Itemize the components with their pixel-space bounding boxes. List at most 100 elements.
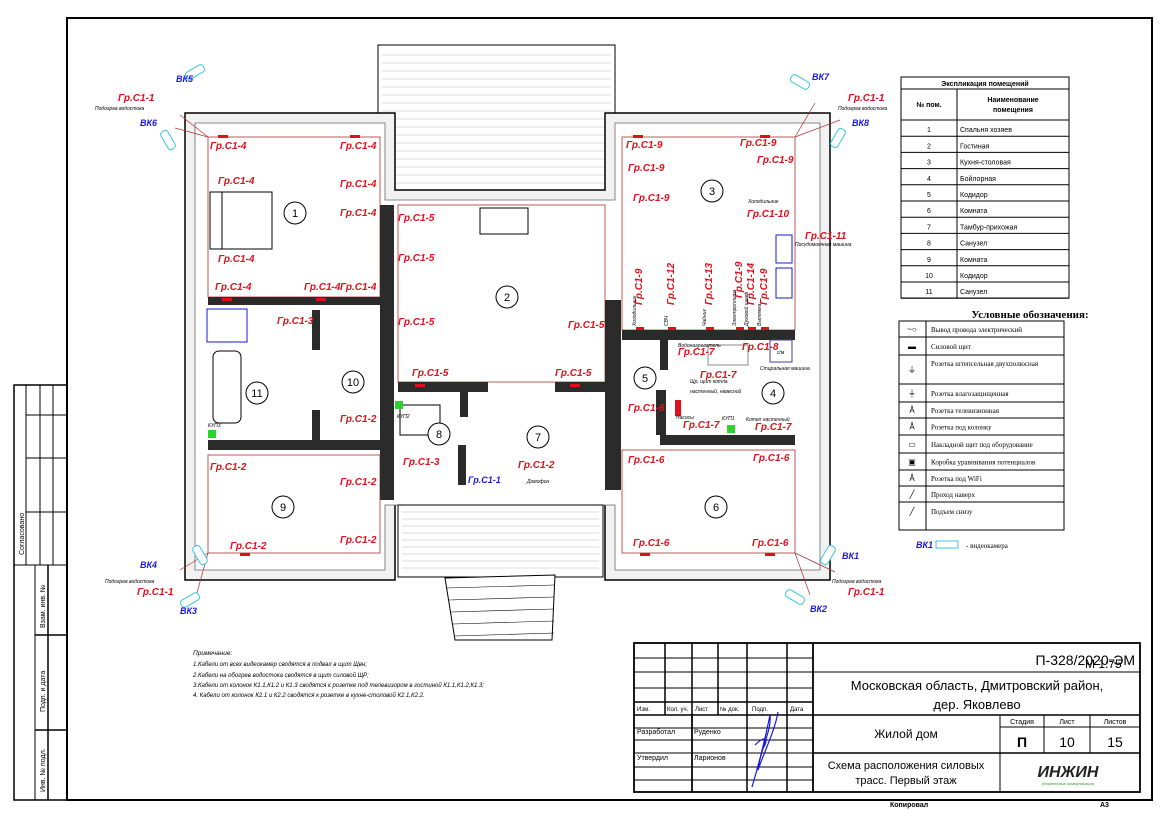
- circuit-label: Гр.С1-4: [215, 282, 252, 293]
- sign-date-label: Подп. и дата: [40, 671, 47, 712]
- appliance-label: Духовой шкаф: [743, 291, 750, 327]
- legend-label: Розетка под колонку: [931, 424, 992, 432]
- camera-icon: [830, 127, 846, 149]
- inv-orig-label: Инв. № подл.: [40, 748, 47, 792]
- room-num-cell: 6: [927, 208, 931, 215]
- socket-icon: [636, 327, 644, 330]
- stage-label: Стадия: [1010, 719, 1034, 726]
- vertical-circuit-label: Гр.С1-9: [634, 268, 645, 305]
- title-block-header: Подп.: [752, 707, 768, 713]
- room-number: 11: [251, 388, 262, 400]
- room-number: 10: [347, 377, 359, 389]
- circuit-label: Гр.С1-4: [340, 179, 377, 190]
- title-block-header: Изм.: [637, 707, 650, 713]
- room-name-cell: Кодидор: [960, 273, 988, 280]
- socket-icon: [765, 553, 775, 556]
- legend-label: Коробка уравнивания потенциалов: [931, 459, 1036, 467]
- room-num-cell: 3: [927, 160, 931, 167]
- vertical-circuit-label: Гр.С1-9: [759, 268, 770, 305]
- address-line-1: Московская область, Дмитровский район,: [851, 678, 1103, 693]
- circuit-label: Гр.С1-4: [340, 141, 377, 152]
- title-block: [633, 642, 1141, 793]
- room-name-cell: Кодидор: [960, 192, 988, 199]
- legend-label: Розетка телевизионная: [931, 407, 1000, 415]
- circuit-label: Гр.С1-5: [412, 368, 449, 379]
- room-number: 4: [770, 388, 776, 400]
- socket-icon: [222, 298, 232, 301]
- circuit-label: Гр.С1-5: [555, 368, 592, 379]
- equipment-panel-icon: ▭: [908, 440, 916, 449]
- pass-up-icon: ╱: [909, 489, 916, 499]
- circuit-label: Гр.С1-5: [398, 213, 435, 224]
- stage-value: П: [1017, 734, 1027, 750]
- appliance-label: Холодильник: [632, 295, 638, 327]
- plan-note: Насосы: [676, 415, 694, 421]
- col-name-header-2: помещения: [993, 107, 1033, 114]
- appliance-label: Вытяжка: [757, 303, 763, 326]
- circuit-label: Гр.С1-3: [403, 457, 440, 468]
- socket-icon: [240, 553, 250, 556]
- plan-note: Подогрев водостока: [838, 106, 888, 112]
- camera-icon: [192, 544, 208, 566]
- potential-box-icon: ▣: [908, 458, 916, 467]
- room-explication-table: Экспликация помещений № пом. Наименовани…: [900, 76, 1070, 299]
- camera-legend-code: ВК1: [916, 540, 933, 550]
- sheet-title-2: трасс. Первый этаж: [855, 775, 957, 787]
- circuit-label: Гр.С1-8: [742, 342, 779, 353]
- camera-label: ВК2: [810, 604, 827, 614]
- approved-name: Ларионов: [694, 755, 726, 762]
- appliance-label: Чайник: [701, 309, 708, 326]
- plan-note: с/м: [777, 350, 785, 356]
- room-number-circle: [761, 381, 785, 405]
- socket-icon: [760, 135, 770, 138]
- vertical-circuit-label: Гр.С1-13: [704, 263, 715, 305]
- sheets-total: 15: [1107, 734, 1123, 750]
- camera-label: ВК1: [842, 551, 859, 561]
- circuit-label: Гр.С1-5: [398, 317, 435, 328]
- circuit-label: Гр.С1-9: [626, 140, 663, 151]
- sheet-number: 10: [1059, 734, 1075, 750]
- circuit-label: Гр.С1-9: [628, 163, 665, 174]
- room-num-cell: 2: [927, 143, 931, 150]
- circuit-label: Гр.С1-2: [340, 535, 377, 546]
- circuit-label: Гр.С1-3: [277, 316, 314, 327]
- note-line: 1.Кабели от всех видеокамер сводятся в п…: [193, 662, 367, 668]
- circuit-label: Гр.С1-7: [678, 347, 715, 358]
- double-socket-icon: ⏚: [908, 366, 916, 375]
- room-number: 5: [642, 373, 648, 385]
- title-block-text: П-328/2020-ЭМ Московская область, Дмитро…: [637, 652, 1135, 809]
- room-number: 2: [504, 292, 510, 304]
- col-name-header: Наименование: [987, 97, 1038, 104]
- circuit-label: Гр.С1-4: [218, 176, 255, 187]
- kup1-box-icon: [727, 425, 735, 433]
- legend: Условные обозначения: ~○Вывод провода эл…: [898, 309, 1089, 550]
- circuit-label: Гр.С1-9: [740, 138, 777, 149]
- room-num-cell: 1: [927, 127, 931, 134]
- room-num-cell: 4: [927, 176, 931, 183]
- camera-icon: [820, 544, 836, 566]
- plan-note: Водонагреватель: [678, 343, 721, 349]
- camera-label: ВК8: [852, 118, 869, 128]
- plan-note: КУП2: [397, 414, 410, 420]
- circuit-label: Гр.С1-7: [755, 422, 792, 433]
- room-number-circle: [341, 370, 365, 394]
- room-num-cell: 10: [925, 273, 933, 280]
- waterproof-socket-icon: ⏚: [908, 389, 916, 398]
- legend-label: Подъем снизу: [931, 508, 973, 516]
- developed-label: Разработал: [637, 728, 675, 736]
- format-label: А3: [1100, 802, 1109, 809]
- room-number-circle: [704, 495, 728, 519]
- legend-label: Накладной щит под оборудование: [931, 441, 1033, 449]
- developed-name: Руденко: [694, 729, 721, 736]
- room-name-cell: Кухня-столовая: [960, 160, 1011, 167]
- socket-icon: [316, 298, 326, 301]
- room-number-circle: [427, 422, 451, 446]
- socket-icon: [640, 553, 650, 556]
- scale-label: М 1:75: [1085, 657, 1122, 671]
- circuit-label: Гр.С1-11: [805, 231, 847, 242]
- circuit-label: Гр.С1-6: [753, 453, 790, 464]
- socket-icon: [668, 327, 676, 330]
- room-number-circle: [700, 179, 724, 203]
